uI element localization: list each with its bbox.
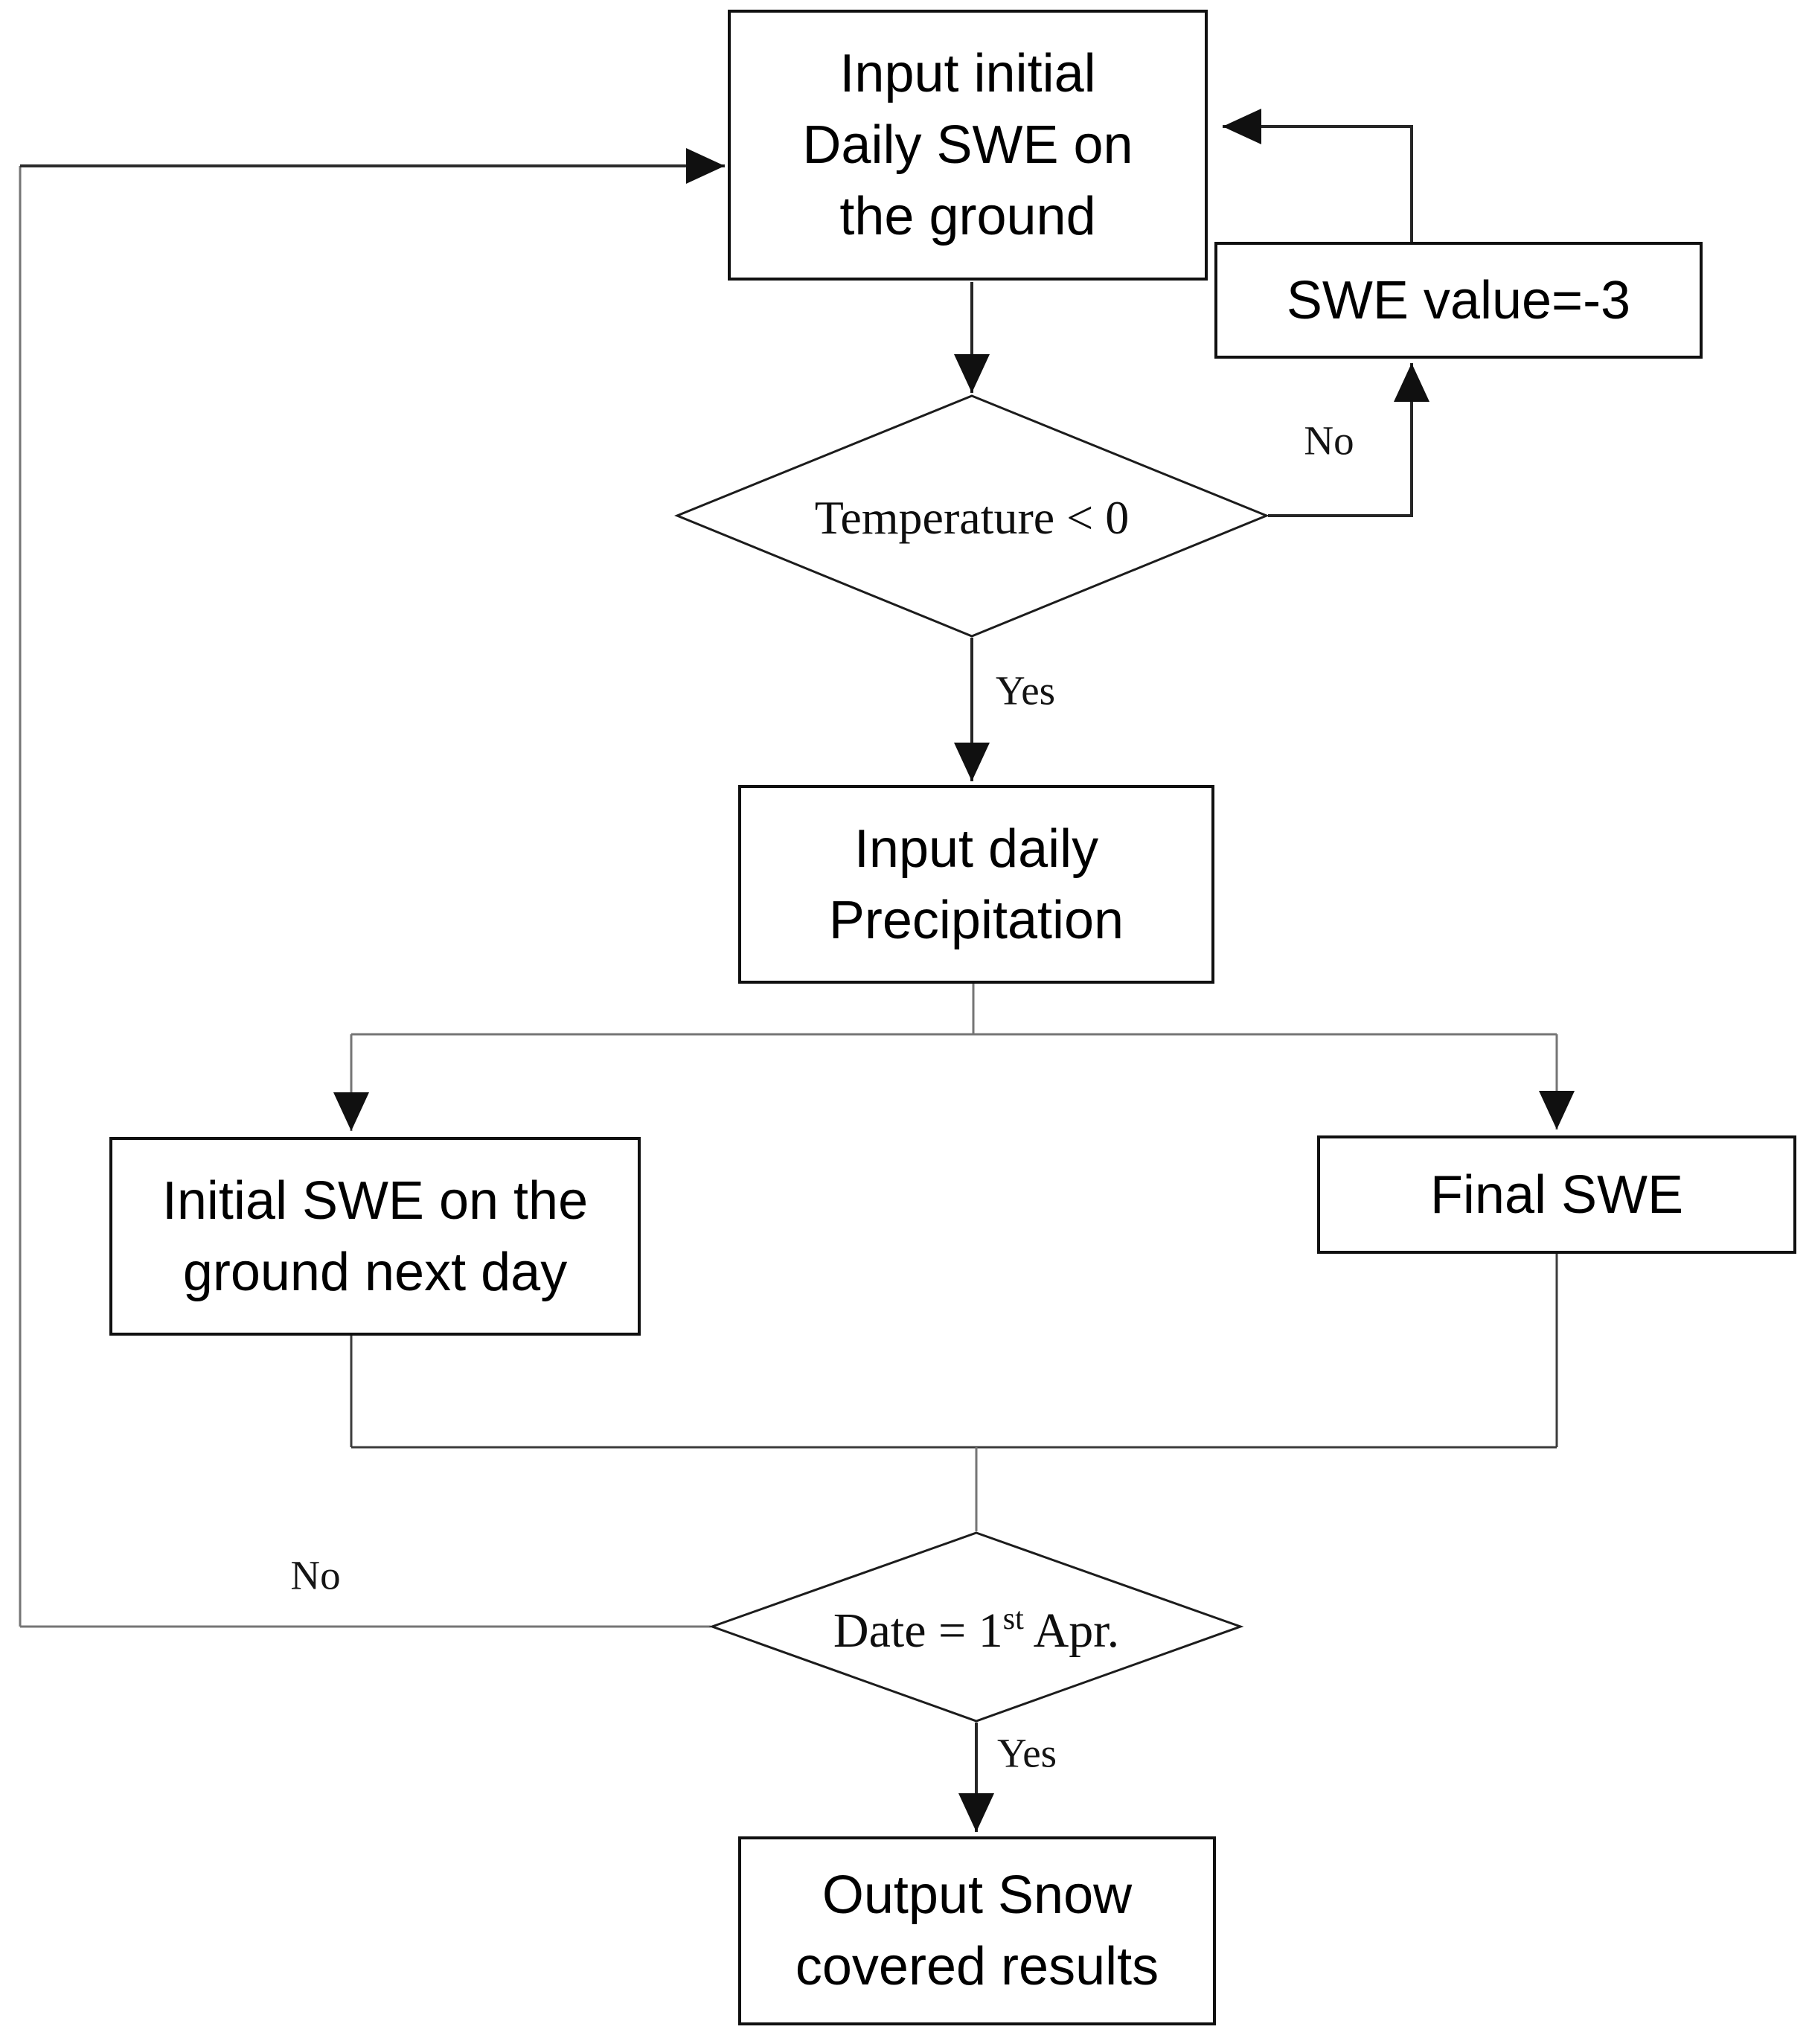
node-text-line: Input daily [854, 818, 1099, 879]
date-condition-superscript: st [1002, 1602, 1024, 1636]
node-text-line: the ground [839, 187, 1096, 246]
input-initial-swe-box: Input initial Daily SWE on the ground [728, 10, 1208, 281]
node-text-line: Output Snow [822, 1865, 1133, 1925]
input-daily-precipitation-box: Input daily Precipitation [738, 785, 1214, 984]
date-yes-label: Yes [996, 1730, 1057, 1776]
swe-value-box: SWE value=-3 [1214, 242, 1703, 359]
temperature-decision-diamond [674, 394, 1269, 638]
date-condition-suffix: Apr. [1023, 1604, 1120, 1658]
temperature-condition-text: Temperature < 0 [814, 491, 1130, 544]
final-swe-box: Final SWE [1317, 1135, 1796, 1254]
temp-no-label: No [1304, 417, 1354, 464]
date-no-label: No [290, 1552, 341, 1598]
node-text-line: ground next day [182, 1242, 568, 1302]
temp-yes-label: Yes [995, 667, 1056, 714]
node-text-line: Daily SWE on [802, 115, 1133, 175]
node-text-line: SWE value=-3 [1286, 270, 1631, 330]
initial-swe-next-day-box: Initial SWE on the ground next day [109, 1137, 641, 1336]
node-text-line: Final SWE [1429, 1164, 1684, 1225]
edge-temp-no-to-swe-box [1268, 363, 1429, 517]
edge-swe-box-to-input-box [1223, 109, 1413, 242]
node-text-line: Precipitation [828, 890, 1124, 950]
node-text-line: Initial SWE on the [161, 1170, 589, 1231]
date-decision-diamond [708, 1531, 1244, 1723]
output-snow-results-box: Output Snow covered results [738, 1836, 1216, 2025]
node-text-line: Input initial [839, 44, 1096, 103]
date-condition-prefix: Date = 1 [833, 1604, 1003, 1658]
date-condition-text: Date = 1st Apr. [833, 1602, 1120, 1659]
node-text-line: covered results [795, 1937, 1159, 1996]
